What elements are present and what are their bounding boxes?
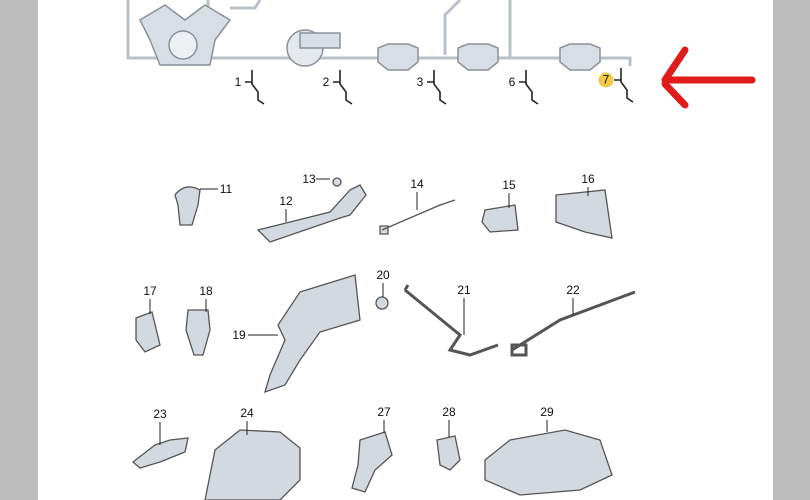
sensor-label-3: 3 bbox=[416, 75, 424, 89]
parts bbox=[131, 177, 636, 500]
red-arrow bbox=[661, 46, 756, 109]
part-label-28: 28 bbox=[442, 405, 456, 419]
part-label-13: 13 bbox=[302, 172, 316, 186]
part-19 bbox=[264, 274, 361, 394]
part-label-19: 19 bbox=[232, 328, 246, 342]
part-23 bbox=[131, 437, 189, 469]
part-label-22: 22 bbox=[566, 283, 580, 297]
part-21 bbox=[403, 284, 499, 357]
leader-lines bbox=[149, 178, 589, 445]
part-label-17: 17 bbox=[143, 284, 157, 298]
part-label-24: 24 bbox=[240, 406, 254, 420]
part-12 bbox=[256, 184, 367, 243]
part-17 bbox=[135, 311, 161, 353]
part-label-21: 21 bbox=[457, 283, 471, 297]
oxygen-sensors bbox=[245, 68, 634, 105]
catalytic-converter-1 bbox=[377, 43, 419, 71]
part-label-29: 29 bbox=[540, 405, 554, 419]
sensor-label-2: 2 bbox=[322, 75, 330, 89]
catalytic-converter-2 bbox=[457, 43, 499, 71]
part-27 bbox=[351, 431, 393, 493]
part-13 bbox=[332, 177, 342, 187]
part-22 bbox=[510, 290, 636, 357]
sensor-label-7-highlighted: 7 bbox=[598, 72, 614, 88]
part-18 bbox=[185, 309, 211, 356]
part-label-11: 11 bbox=[219, 182, 233, 196]
part-29 bbox=[484, 429, 613, 496]
part-label-20: 20 bbox=[376, 268, 390, 282]
right-border bbox=[773, 0, 810, 500]
part-label-14: 14 bbox=[410, 177, 424, 191]
part-20 bbox=[375, 296, 389, 310]
sensor-label-6: 6 bbox=[508, 75, 516, 89]
part-14 bbox=[379, 199, 456, 235]
part-label-16: 16 bbox=[581, 172, 595, 186]
part-label-18: 18 bbox=[199, 284, 213, 298]
part-label-27: 27 bbox=[377, 405, 391, 419]
part-24 bbox=[204, 429, 301, 500]
left-border bbox=[0, 0, 38, 500]
part-28 bbox=[436, 435, 461, 471]
catalytic-converter-3 bbox=[559, 43, 601, 71]
part-15 bbox=[481, 204, 519, 233]
part-label-12: 12 bbox=[279, 194, 293, 208]
part-16 bbox=[555, 189, 613, 239]
part-label-23: 23 bbox=[153, 407, 167, 421]
part-11 bbox=[174, 186, 201, 226]
sensor-label-1: 1 bbox=[234, 75, 242, 89]
exhaust-system bbox=[126, 0, 632, 71]
part-label-15: 15 bbox=[502, 178, 516, 192]
